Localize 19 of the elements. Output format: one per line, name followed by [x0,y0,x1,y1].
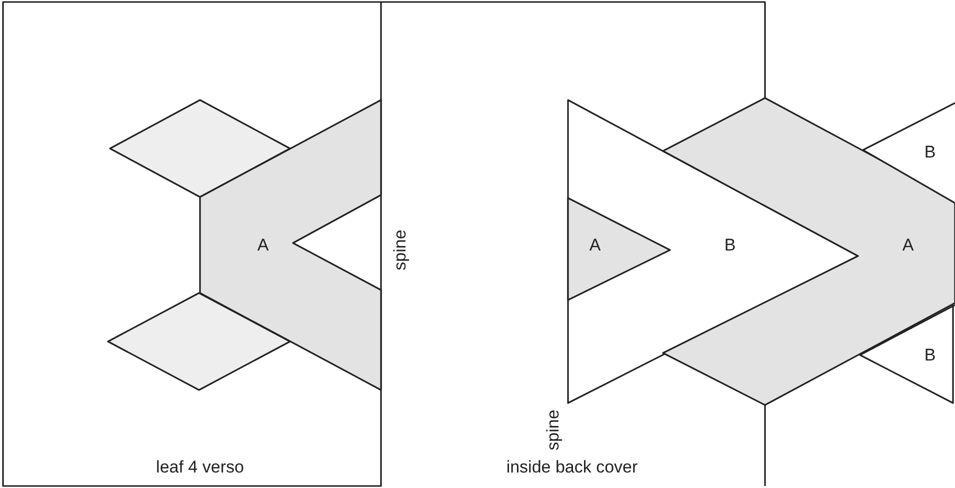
spine-label: spine [544,410,562,450]
region-letter: B [924,144,936,160]
diamond-shape [108,293,290,390]
region-letter: B [724,236,736,254]
diamond-shape [110,100,290,197]
chevron-region [200,100,381,390]
triangle-region [568,198,670,300]
page-caption: inside back cover [506,458,638,476]
page-panel [3,2,381,486]
spine-label: spine [392,230,408,270]
region-letter: A [902,236,914,254]
region-letter: B [924,346,936,364]
page-panel [381,2,765,486]
region-letter: A [257,236,269,254]
triangle-region [860,305,955,403]
chevron-region [663,98,955,405]
triangle-region [863,103,955,203]
region-letter: A [589,236,601,254]
page-caption: leaf 4 verso [156,458,244,476]
